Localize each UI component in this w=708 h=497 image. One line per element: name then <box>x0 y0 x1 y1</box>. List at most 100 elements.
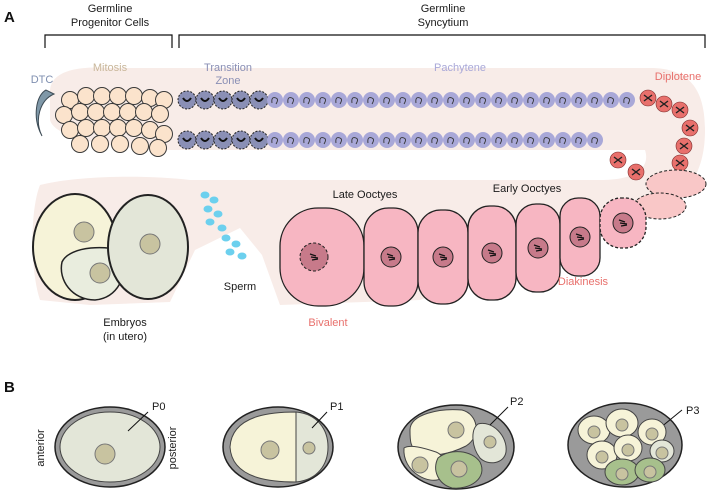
p3-nucleus <box>615 418 629 432</box>
pachytene-cell <box>395 92 411 108</box>
diplotene-cells <box>609 89 707 220</box>
pachytene-cell <box>411 92 427 108</box>
pachytene-chromatin <box>335 137 342 145</box>
pachytene-chromatin <box>591 97 598 105</box>
pachytene-chromatin <box>559 97 566 105</box>
pachytene-cell <box>379 92 395 108</box>
embryo-nucleus-1 <box>73 221 95 243</box>
pachytene-cells <box>267 92 635 148</box>
embryos <box>32 193 189 301</box>
pachytene-chromatin <box>287 97 294 105</box>
diplotene-chromatin <box>613 156 623 164</box>
pachytene-cell <box>427 92 443 108</box>
embryo-nucleus-3 <box>139 233 161 255</box>
pachytene-cell <box>619 92 635 108</box>
label-p0: P0 <box>152 401 165 413</box>
pachytene-cell <box>379 132 395 148</box>
sperm-cell <box>225 248 235 256</box>
pachytene-chromatin <box>351 137 358 145</box>
header-syncytium-line1: Germline <box>421 3 466 15</box>
diplotene-chromatin <box>675 159 685 167</box>
diplotene-chromatin <box>679 142 689 150</box>
pachytene-cell <box>315 92 331 108</box>
dtc-label: DTC <box>31 74 54 86</box>
pachytene-chromatin <box>575 137 582 145</box>
pachytene-cell <box>363 92 379 108</box>
diplotene-label: Diplotene <box>655 71 701 83</box>
oocyte-chromosomes <box>438 253 448 261</box>
diplotene-chromatin <box>685 124 695 132</box>
oocyte-chromosomes <box>618 219 628 227</box>
progenitor-bracket <box>44 34 173 48</box>
pachytene-chromatin <box>559 137 566 145</box>
sperm-cell <box>203 205 213 213</box>
tz-chromatin <box>218 97 228 102</box>
mitosis-cell <box>135 103 153 121</box>
pachytene-cell <box>587 132 603 148</box>
p3-nucleus <box>643 465 657 479</box>
pachytene-chromatin <box>463 97 470 105</box>
pachytene-chromatin <box>383 97 390 105</box>
tz-chromatin <box>254 97 264 102</box>
mitosis-cell <box>125 119 143 137</box>
pachytene-chromatin <box>399 97 406 105</box>
pachytene-cell <box>315 132 331 148</box>
pachytene-chromatin <box>287 137 294 145</box>
pachytene-cell <box>347 92 363 108</box>
pachytene-cell <box>507 92 523 108</box>
pachytene-chromatin <box>447 137 454 145</box>
sperm-cell <box>221 234 231 242</box>
pachytene-chromatin <box>511 137 518 145</box>
tz-chromatin <box>236 137 246 142</box>
pachytene-cell <box>283 132 299 148</box>
mitosis-label: Mitosis <box>93 62 128 74</box>
mitosis-cell <box>93 87 111 105</box>
pachytene-cell <box>555 132 571 148</box>
mitosis-cell <box>109 87 127 105</box>
label-p2: P2 <box>510 396 523 408</box>
diakinesis-label: Diakinesis <box>558 276 609 288</box>
syncytium-bracket <box>178 34 706 48</box>
pachytene-cell <box>427 132 443 148</box>
mitosis-cell <box>87 103 105 121</box>
pachytene-chromatin <box>527 137 534 145</box>
pachytene-chromatin <box>447 97 454 105</box>
mitosis-cell <box>149 139 167 157</box>
embryo-p0 <box>54 406 166 488</box>
pachytene-cell <box>331 92 347 108</box>
header-syncytium-line2: Syncytium <box>418 17 469 29</box>
pachytene-cell <box>363 132 379 148</box>
sperm-cell <box>217 224 227 232</box>
embryo-p2 <box>397 404 515 490</box>
pachytene-chromatin <box>367 137 374 145</box>
pachytene-chromatin <box>463 137 470 145</box>
mitosis-cell <box>55 106 73 124</box>
pachytene-cell <box>459 132 475 148</box>
mitosis-cell <box>111 135 129 153</box>
pachytene-cell <box>267 92 283 108</box>
oocyte-cells <box>279 197 647 307</box>
mitosis-cell <box>119 103 137 121</box>
oocyte-chromosomes <box>487 249 497 257</box>
pachytene-chromatin <box>271 97 278 105</box>
mitosis-cells <box>55 87 173 157</box>
sperm-cell <box>205 218 215 226</box>
tz-chromatin <box>200 97 210 102</box>
pachytene-cell <box>507 132 523 148</box>
pachytene-chromatin <box>319 97 326 105</box>
pachytene-chromatin <box>495 97 502 105</box>
embryos-label-line2: (in utero) <box>103 331 147 343</box>
pachytene-chromatin <box>623 97 630 105</box>
pachytene-cell <box>571 92 587 108</box>
embryo-p1 <box>222 406 334 488</box>
tz-chromatin <box>200 137 210 142</box>
mitosis-cell <box>61 121 79 139</box>
pachytene-chromatin <box>575 97 582 105</box>
mitosis-cell <box>91 135 109 153</box>
pachytene-cell <box>523 92 539 108</box>
sperm-cells <box>200 191 247 260</box>
mitosis-cell <box>71 135 89 153</box>
tz-label-line2: Zone <box>215 75 240 87</box>
pachytene-cell <box>283 92 299 108</box>
